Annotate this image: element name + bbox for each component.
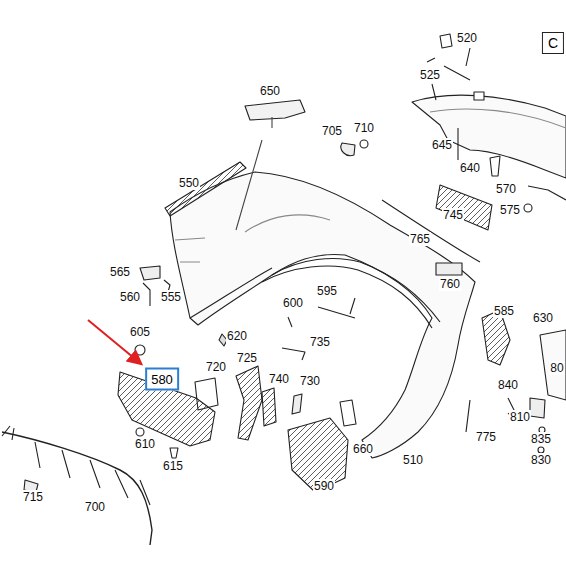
callout-number: 740 [268, 372, 290, 386]
callout-number: 720 [205, 360, 227, 374]
callout-number: 600 [282, 296, 304, 310]
callout-number: 525 [419, 68, 441, 82]
callout-number: 760 [439, 277, 461, 291]
callout-text: C [548, 36, 558, 50]
callout-number: 835 [530, 432, 552, 446]
callout-number: 710 [353, 121, 375, 135]
callout-number: 705 [321, 124, 343, 138]
callout-number: 595 [316, 284, 338, 298]
callout-number: 830 [530, 453, 552, 467]
callout-number: 775 [475, 430, 497, 444]
callout-number: 730 [299, 374, 321, 388]
callout-number: 640 [459, 161, 481, 175]
view-letter-box: C [542, 32, 564, 54]
callout-number: 555 [160, 290, 182, 304]
callout-number: 605 [129, 325, 151, 339]
callout-number: 550 [178, 176, 200, 190]
callout-number: 650 [259, 84, 281, 98]
callout-number: 745 [442, 208, 464, 222]
callout-number: 700 [84, 500, 106, 514]
callout-number: 520 [456, 31, 478, 45]
callout-number: 810 [509, 410, 531, 424]
callout-number: 765 [409, 232, 431, 246]
callout-number: 725 [236, 351, 258, 365]
callout-number: 575 [499, 203, 521, 217]
callout-number: 735 [309, 335, 331, 349]
callout-number: 570 [495, 182, 517, 196]
callout-number: 590 [313, 479, 335, 493]
callout-number: 645 [431, 138, 453, 152]
callout-number: 630 [532, 311, 554, 325]
callout-text: 580 [151, 373, 173, 386]
callout-number: 715 [22, 490, 44, 504]
callout-number: 610 [134, 437, 156, 451]
callout-number: 660 [352, 442, 374, 456]
callout-number: 620 [226, 329, 248, 343]
callout-number: 560 [119, 290, 141, 304]
callout-number: 80 [549, 361, 564, 375]
callout-number: 565 [109, 265, 131, 279]
callout-number: 510 [402, 453, 424, 467]
callout-number: 585 [493, 304, 515, 318]
callout-number: 840 [497, 378, 519, 392]
callout-number: 615 [162, 459, 184, 473]
highlighted-callout-box: 580 [145, 368, 179, 391]
